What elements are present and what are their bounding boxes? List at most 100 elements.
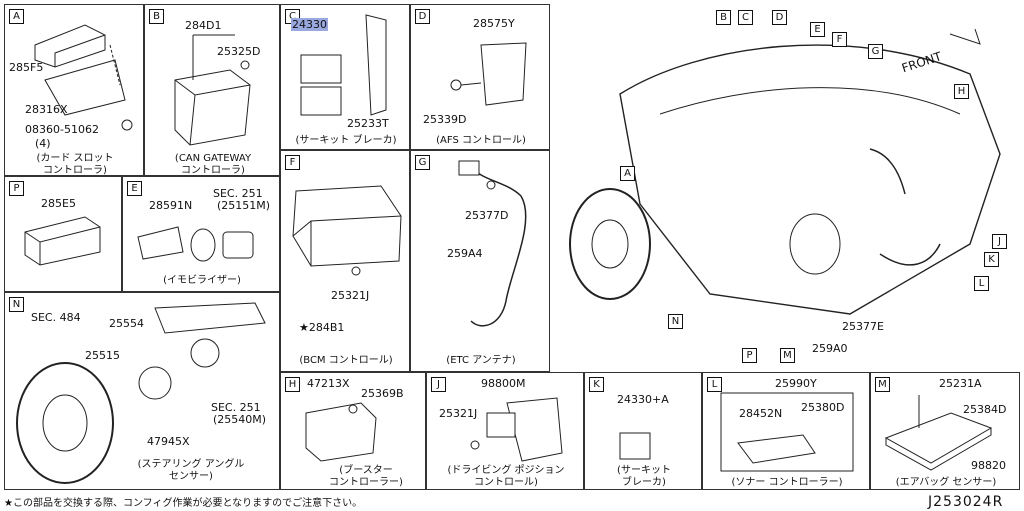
- part-number: 25554: [109, 317, 144, 330]
- part-number: 25369B: [361, 387, 404, 400]
- part-drawing-k: [619, 432, 651, 460]
- part-number: (4): [35, 137, 51, 150]
- overview-diagram: FRONT B C D E F G H A J K L N P M 25377E…: [550, 4, 1020, 372]
- panel-j: J 98800M 25321J (ドライビング ポジション コントロール): [426, 372, 584, 490]
- panel-letter: P: [9, 181, 24, 196]
- part-caption: (ステアリング アングル センサー): [137, 459, 245, 482]
- callout-e: E: [810, 22, 825, 37]
- diagram-number: J253024R: [928, 494, 1004, 510]
- panel-m: M 25231A 25384D 98820 (エアバッグ センサー): [870, 372, 1020, 490]
- part-number: SEC. 251: [213, 187, 263, 200]
- panel-letter: L: [707, 377, 722, 392]
- part-number: 28591N: [149, 199, 193, 212]
- panel-letter: F: [285, 155, 300, 170]
- part-number: 25380D: [801, 401, 845, 414]
- panel-letter: A: [9, 9, 24, 24]
- part-number: 259A4: [447, 247, 483, 260]
- panel-letter: D: [415, 9, 430, 24]
- callout-d: D: [772, 10, 787, 25]
- panel-letter: B: [149, 9, 164, 24]
- part-number: (25540M): [213, 413, 267, 426]
- panel-letter: E: [127, 181, 142, 196]
- part-caption: (イモビライザー): [163, 275, 241, 286]
- panel-letter: H: [285, 377, 300, 392]
- part-number: 25384D: [963, 403, 1007, 416]
- part-drawing-g: [458, 160, 527, 327]
- part-number: 98800M: [481, 377, 526, 390]
- part-number: 47213X: [307, 377, 350, 390]
- part-drawing-l: [720, 392, 854, 472]
- part-number: 25990Y: [775, 377, 817, 390]
- part-number: 47945X: [147, 435, 190, 448]
- part-drawing-e: [137, 226, 254, 262]
- part-number: 25377E: [842, 320, 884, 333]
- part-number-highlighted: 24330: [291, 18, 328, 31]
- part-drawing-n: [16, 302, 266, 484]
- part-number: SEC. 251: [211, 401, 261, 414]
- panel-l: L 25990Y 28452N 25380D (ソナー コントローラー): [702, 372, 870, 490]
- footer-note: ★この部品を交換する際、コンフィグ作業が必要となりますのでご注意下さい。: [4, 498, 363, 509]
- part-caption: (サーキット ブレーカ): [295, 135, 397, 146]
- part-caption: (CAN GATEWAY コントローラ): [174, 153, 252, 176]
- part-caption: (ドライビング ポジション コントロール): [447, 465, 565, 488]
- part-number: 25377D: [465, 209, 509, 222]
- panel-p: P 285E5: [4, 176, 122, 292]
- callout-a: A: [620, 166, 635, 181]
- callout-k: K: [984, 252, 999, 267]
- panel-letter: J: [431, 377, 446, 392]
- part-number: 25231A: [939, 377, 982, 390]
- panel-c: C 24330 25233T (サーキット ブレーカ): [280, 4, 410, 150]
- part-drawing-c: [300, 14, 387, 116]
- panel-letter: N: [9, 297, 24, 312]
- callout-l: L: [974, 276, 989, 291]
- part-number: 25321J: [331, 289, 370, 302]
- callout-f: F: [832, 32, 847, 47]
- part-caption: (ETC アンテナ): [446, 355, 516, 366]
- part-number: 24330+A: [617, 393, 669, 406]
- part-drawing-p: [24, 216, 101, 266]
- panel-k: K 24330+A (サーキット ブレーカ): [584, 372, 702, 490]
- panel-f: F 25321J ★284B1 (BCM コントロール): [280, 150, 410, 372]
- part-caption: (AFS コントロール): [436, 135, 526, 146]
- part-caption: (サーキット ブレーカ): [617, 465, 671, 488]
- part-caption: (BCM コントロール): [299, 355, 393, 366]
- part-number: 08360-51062: [25, 123, 99, 136]
- part-caption: (ソナー コントローラー): [731, 477, 843, 488]
- part-number: 28575Y: [473, 17, 515, 30]
- part-drawing-b: [174, 34, 251, 146]
- callout-m: M: [780, 348, 795, 363]
- part-number: ★284B1: [299, 321, 345, 334]
- part-number: 25233T: [347, 117, 389, 130]
- panel-letter: K: [589, 377, 604, 392]
- panel-a: A 285F5 28316X 08360-51062 (4) (カード スロット…: [4, 4, 144, 176]
- part-drawing-f: [292, 185, 402, 276]
- part-drawing-j: [470, 397, 563, 462]
- part-caption: (エアバッグ センサー): [895, 477, 997, 488]
- part-number: SEC. 484: [31, 311, 81, 324]
- callout-j: J: [992, 234, 1007, 249]
- part-number: 285E5: [41, 197, 76, 210]
- part-drawing-h: [305, 402, 377, 462]
- panel-g: G 25377D 259A4 (ETC アンテナ): [410, 150, 550, 372]
- callout-b: B: [716, 10, 731, 25]
- part-number: 28452N: [739, 407, 783, 420]
- part-drawing-m: [884, 395, 993, 471]
- panel-letter: M: [875, 377, 890, 392]
- dashboard-drawing: [569, 28, 1001, 315]
- part-number: 98820: [971, 459, 1006, 472]
- part-caption: (カード スロット コントローラ): [36, 153, 114, 176]
- part-number: 25515: [85, 349, 120, 362]
- panel-e: E 28591N SEC. 251 (25151M) (イモビライザー): [122, 176, 280, 292]
- part-number: 285F5: [9, 61, 44, 74]
- part-drawing-d: [450, 42, 527, 106]
- panel-n: N SEC. 484 25554 25515 SEC. 251 (25540M)…: [4, 292, 280, 490]
- part-number: 25325D: [217, 45, 261, 58]
- callout-g: G: [868, 44, 883, 59]
- panel-b: B 284D1 25325D (CAN GATEWAY コントローラ): [144, 4, 280, 176]
- part-caption: (ブースター コントローラー): [329, 465, 403, 488]
- panel-letter: G: [415, 155, 430, 170]
- part-number: 25321J: [439, 407, 478, 420]
- part-drawing-a: [34, 24, 133, 131]
- part-number: 284D1: [185, 19, 222, 32]
- panel-d: D 28575Y 25339D (AFS コントロール): [410, 4, 550, 150]
